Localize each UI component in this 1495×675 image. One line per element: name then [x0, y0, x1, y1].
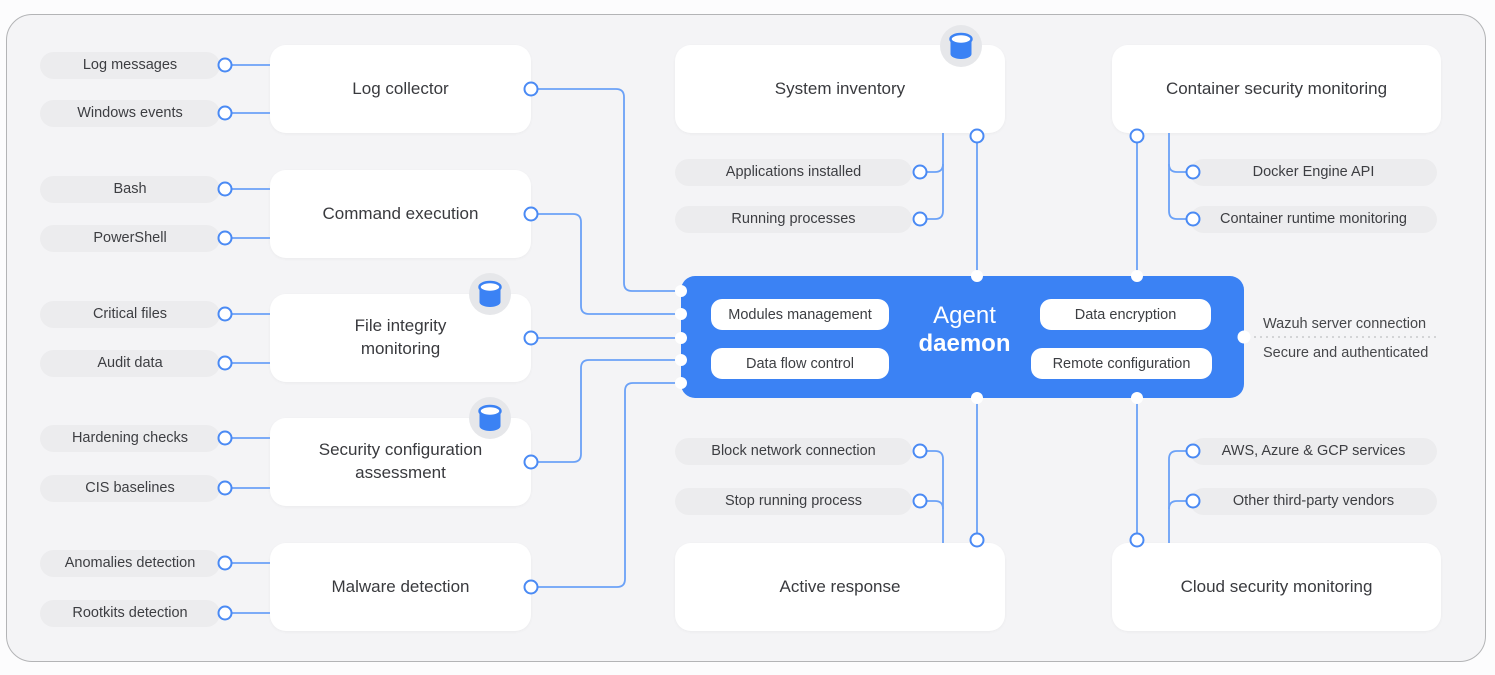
pill-log-messages: Log messages: [40, 51, 220, 79]
pill-applications-installed: Applications installed: [675, 158, 912, 186]
pill-cis-baselines: CIS baselines: [40, 474, 220, 502]
card-log-collector: Log collector: [270, 45, 531, 133]
card-cloud-security-monitoring: Cloud security monitoring: [1112, 543, 1441, 631]
pill-rootkits-detection: Rootkits detection: [40, 599, 220, 627]
pill-running-processes: Running processes: [675, 205, 912, 233]
pill-stop-running-process: Stop running process: [675, 487, 912, 515]
pill-container-runtime-monitoring: Container runtime monitoring: [1190, 205, 1437, 233]
pill-remote-configuration: Remote configuration: [1031, 348, 1212, 379]
pill-anomalies-detection: Anomalies detection: [40, 549, 220, 577]
database-icon: [940, 25, 982, 67]
server-connection-sublabel: Secure and authenticated: [1263, 345, 1429, 361]
pill-hardening-checks: Hardening checks: [40, 424, 220, 452]
pill-data-flow-control: Data flow control: [711, 348, 889, 379]
card-active-response: Active response: [675, 543, 1005, 631]
pill-powershell: PowerShell: [40, 224, 220, 252]
agent-title-line1: Agent: [933, 302, 996, 329]
pill-modules-management: Modules management: [711, 299, 889, 330]
pill-other-third-party-vendors: Other third-party vendors: [1190, 487, 1437, 515]
database-icon: [469, 397, 511, 439]
server-connection-label: Wazuh server connection: [1263, 316, 1427, 332]
pill-data-encryption: Data encryption: [1040, 299, 1211, 330]
pill-docker-engine-api: Docker Engine API: [1190, 158, 1437, 186]
card-container-security-monitoring: Container security monitoring: [1112, 45, 1441, 133]
pill-critical-files: Critical files: [40, 300, 220, 328]
card-command-execution: Command execution: [270, 170, 531, 258]
pill-block-network-connection: Block network connection: [675, 437, 912, 465]
agent-daemon-title: Agent daemon: [889, 302, 1040, 358]
pill-audit-data: Audit data: [40, 349, 220, 377]
card-malware-detection: Malware detection: [270, 543, 531, 631]
agent-title-line2: daemon: [918, 330, 1011, 357]
pill-aws-azure-gcp-services: AWS, Azure & GCP services: [1190, 437, 1437, 465]
pill-windows-events: Windows events: [40, 99, 220, 127]
database-icon: [469, 273, 511, 315]
pill-bash: Bash: [40, 175, 220, 203]
